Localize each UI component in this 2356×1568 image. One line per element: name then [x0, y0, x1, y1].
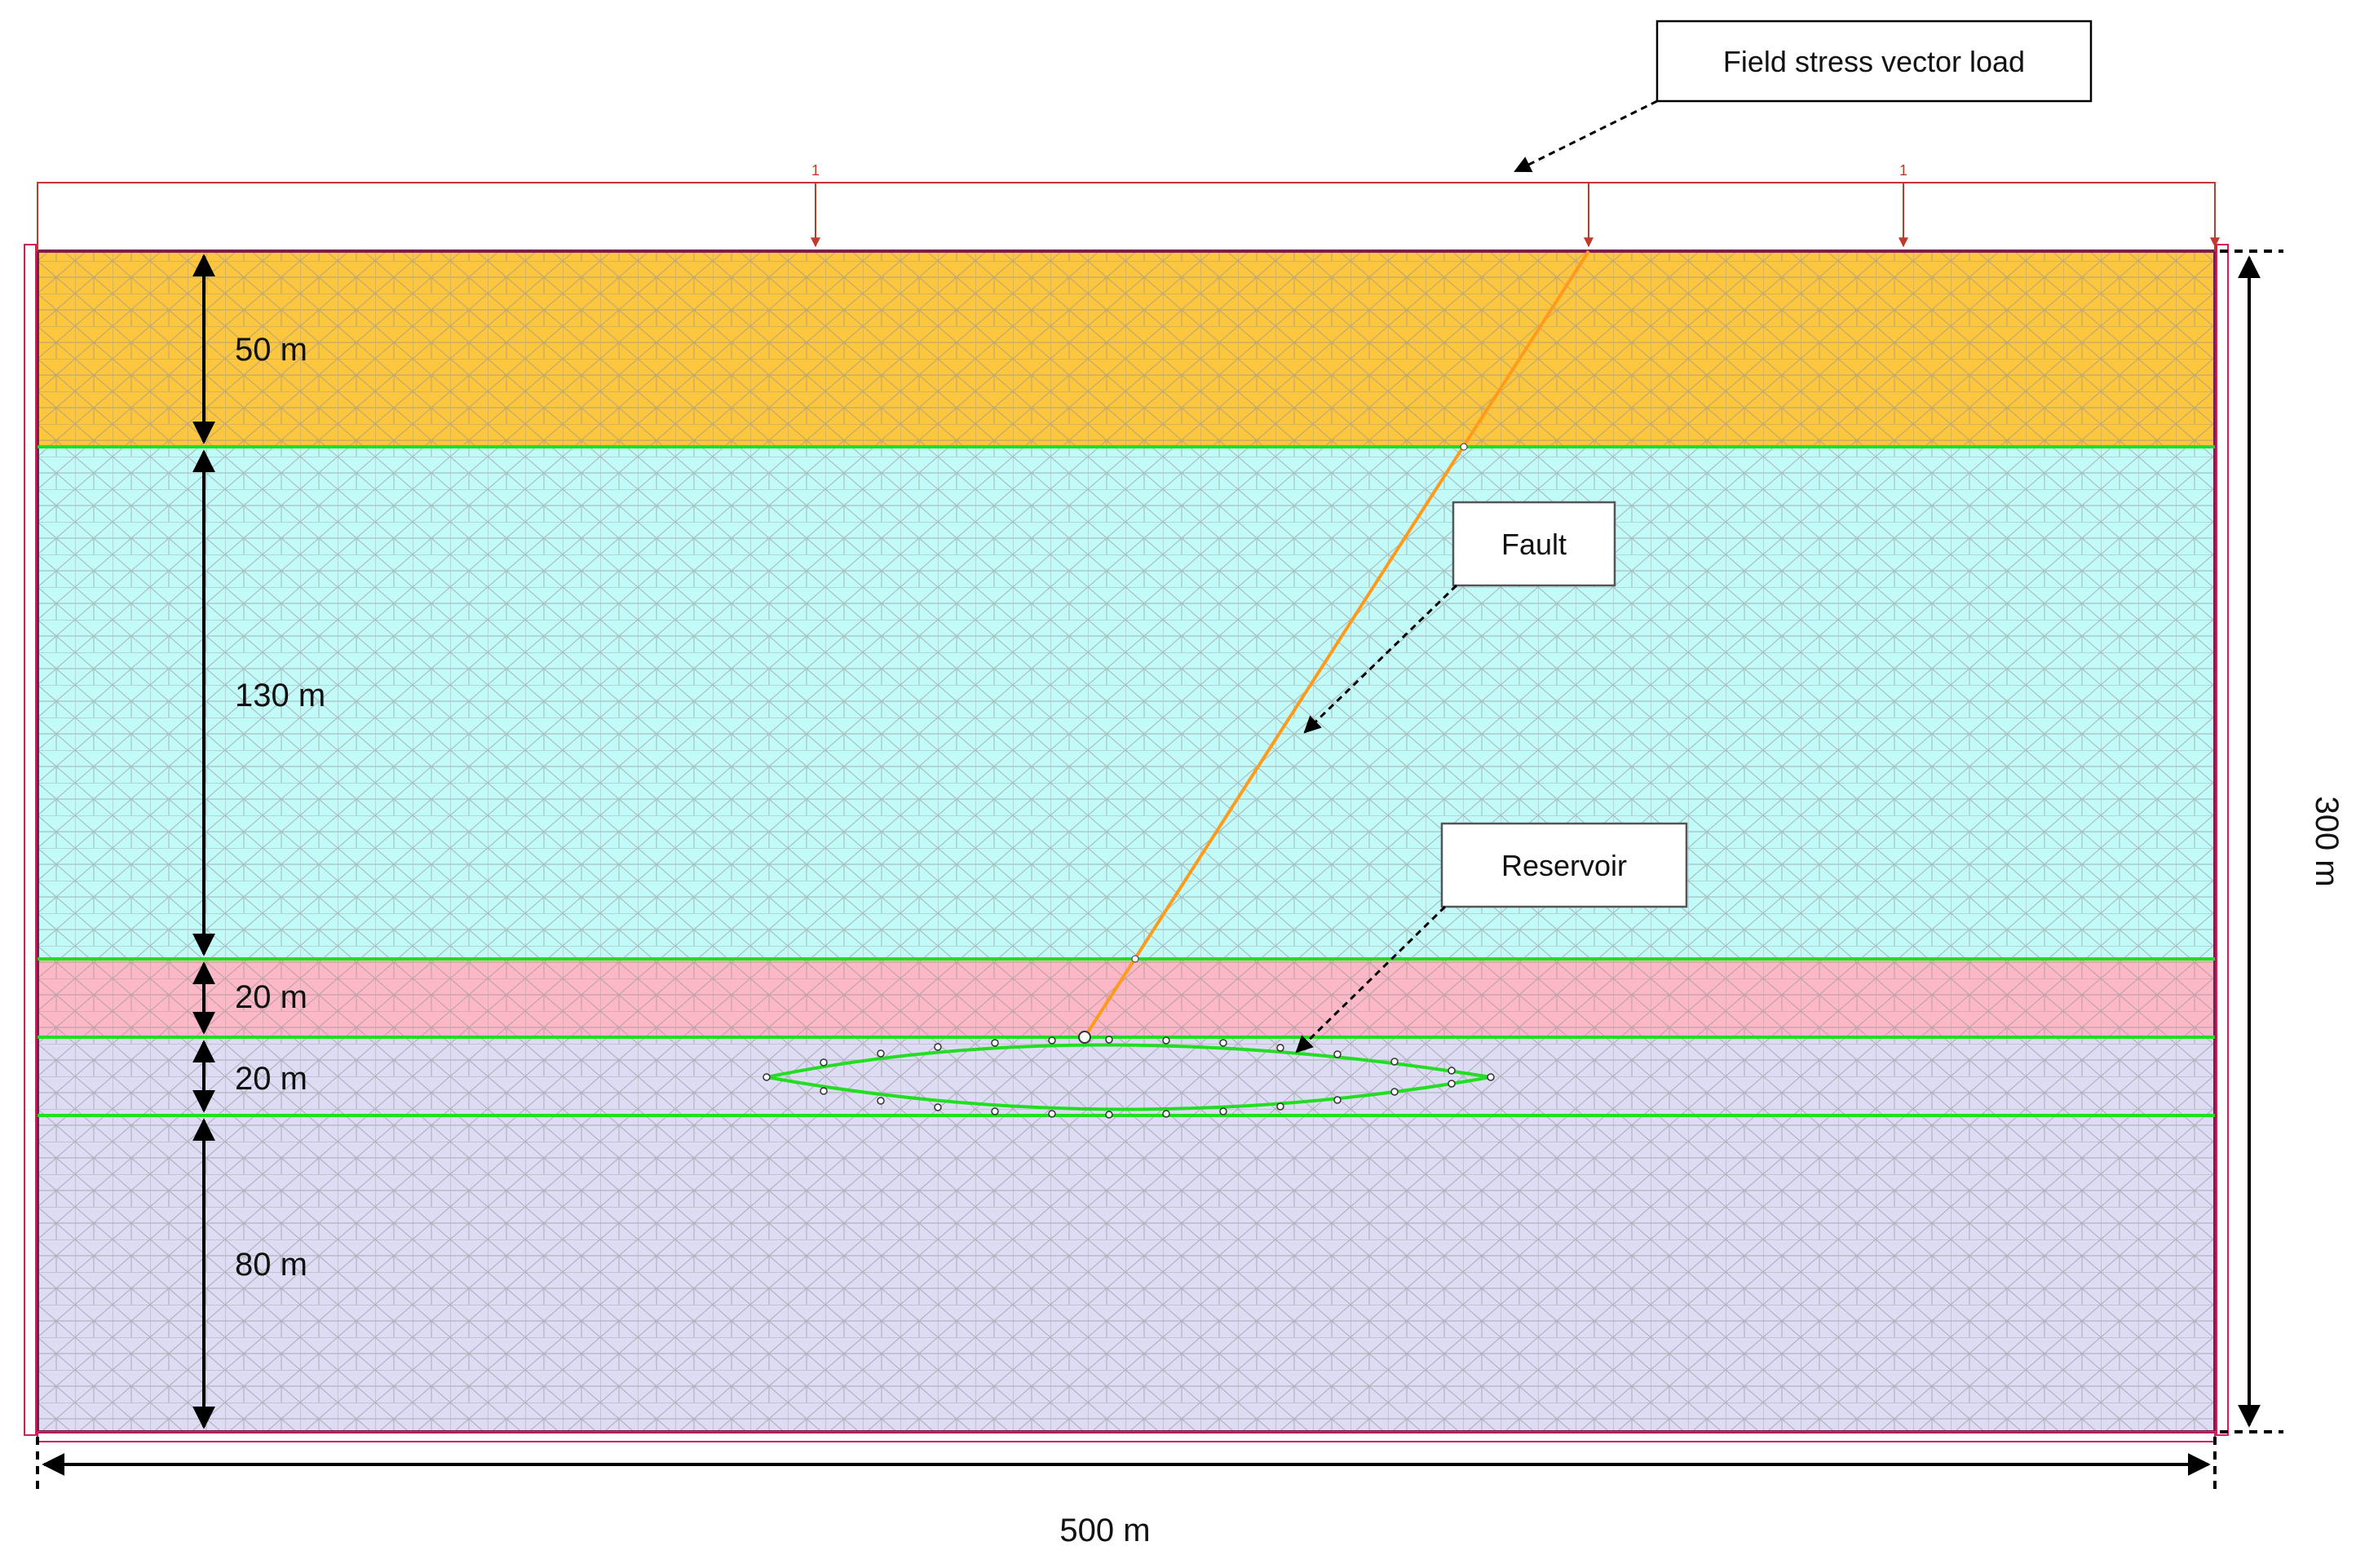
field-stress-load	[37, 182, 2220, 251]
height-label: 300 m	[2309, 796, 2345, 886]
load-callout-arrow	[1514, 99, 1658, 173]
load-label-left: 1	[811, 162, 820, 179]
fault-node-top	[1460, 443, 1468, 451]
width-label: 500 m	[1059, 1513, 1150, 1548]
layer-4-thickness: 20 m	[235, 1061, 307, 1097]
layer-3-thickness: 20 m	[235, 979, 307, 1015]
fault-callout-box	[1452, 501, 1616, 587]
layer-2-thickness: 130 m	[235, 678, 325, 713]
width-dimension	[36, 1437, 2217, 1492]
height-dimension	[2220, 250, 2283, 1433]
reservoir-callout-box	[1440, 822, 1688, 908]
right-support	[2216, 244, 2229, 1436]
finite-element-mesh	[38, 251, 2215, 1432]
fault-node-mid	[1131, 955, 1139, 963]
reservoir-nodes	[762, 1036, 1495, 1119]
load-callout-box	[1655, 20, 2093, 103]
fault-line	[1083, 250, 1590, 1039]
load-label-right: 1	[1899, 162, 1907, 179]
layer-1-thickness: 50 m	[235, 332, 307, 368]
reservoir-callout-text: Reservoir	[1501, 849, 1627, 882]
fault-node-bottom	[1078, 1031, 1091, 1044]
fault-callout-text: Fault	[1501, 528, 1567, 561]
layer-5-thickness: 80 m	[235, 1247, 307, 1283]
reservoir-callout-arrow	[1295, 905, 1447, 1053]
fault-callout-arrow	[1303, 584, 1458, 734]
load-callout-text: Field stress vector load	[1723, 45, 2025, 78]
left-support	[24, 244, 37, 1436]
